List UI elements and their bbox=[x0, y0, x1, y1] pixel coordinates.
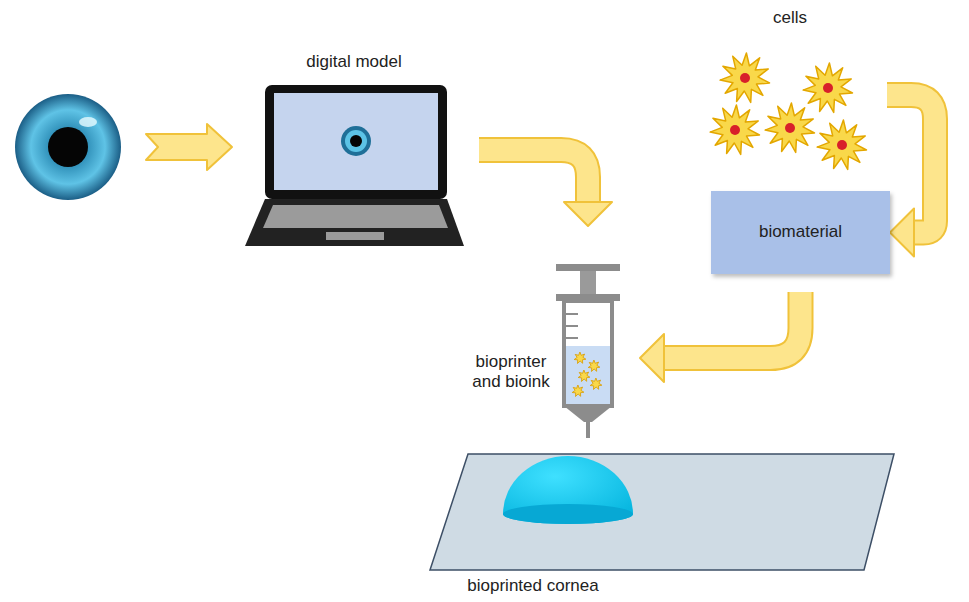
cell bbox=[817, 120, 866, 169]
bioink bbox=[566, 346, 610, 404]
cornea-dome bbox=[503, 456, 633, 524]
arrow-head bbox=[640, 334, 664, 382]
arrow-head bbox=[564, 202, 612, 226]
laptop-node: digital model bbox=[243, 50, 465, 250]
cell-in-bioink bbox=[578, 370, 590, 382]
node-label: bioprinted cornea bbox=[428, 576, 638, 596]
arrow-head bbox=[890, 209, 914, 257]
syringe-node: bioprinter and bioink bbox=[468, 226, 640, 438]
cell-in-bioink bbox=[572, 385, 584, 397]
eye-illustration bbox=[15, 94, 121, 200]
laptop-keyboard bbox=[263, 205, 448, 228]
eye-highlight bbox=[79, 117, 97, 127]
cell-in-bioink bbox=[588, 360, 600, 372]
eye-pupil bbox=[48, 127, 88, 167]
laptop-touchpad bbox=[326, 232, 384, 240]
box-node: biomaterial bbox=[711, 191, 890, 274]
needle bbox=[586, 422, 590, 438]
node-art bbox=[243, 50, 465, 250]
arrow-body bbox=[479, 150, 588, 204]
eye-iris bbox=[15, 94, 121, 200]
screen-eye bbox=[341, 126, 371, 156]
arrow-outline bbox=[662, 292, 801, 358]
cell bbox=[720, 53, 769, 102]
laptop-screen-frame bbox=[265, 85, 447, 199]
cell bbox=[765, 103, 814, 152]
laptop-base bbox=[245, 199, 464, 246]
arrow-body bbox=[662, 292, 801, 358]
block-arrow bbox=[640, 292, 801, 382]
node-label: bioprinter and bioink bbox=[468, 352, 554, 393]
cell bbox=[710, 105, 759, 154]
cell-in-bioink bbox=[590, 378, 602, 390]
block-arrow bbox=[887, 95, 935, 257]
node-label: cells bbox=[735, 8, 845, 28]
cells-node: cells bbox=[695, 0, 885, 170]
laptop-screen bbox=[274, 93, 438, 190]
syringe-barrel bbox=[564, 301, 612, 406]
print-plate bbox=[430, 454, 894, 570]
node-art bbox=[468, 226, 640, 438]
cell-in-bioink bbox=[574, 352, 586, 364]
block-arrow bbox=[146, 124, 232, 170]
cornea-base bbox=[503, 504, 633, 524]
arrow-outline bbox=[479, 150, 588, 204]
node-label: digital model bbox=[243, 52, 465, 72]
node-label: biomaterial bbox=[711, 222, 890, 242]
syringe-tip bbox=[564, 406, 612, 422]
cornea-node: bioprinted cornea bbox=[428, 452, 898, 600]
block-arrow bbox=[479, 150, 612, 226]
cell bbox=[803, 63, 852, 112]
plunger-head bbox=[556, 264, 620, 271]
